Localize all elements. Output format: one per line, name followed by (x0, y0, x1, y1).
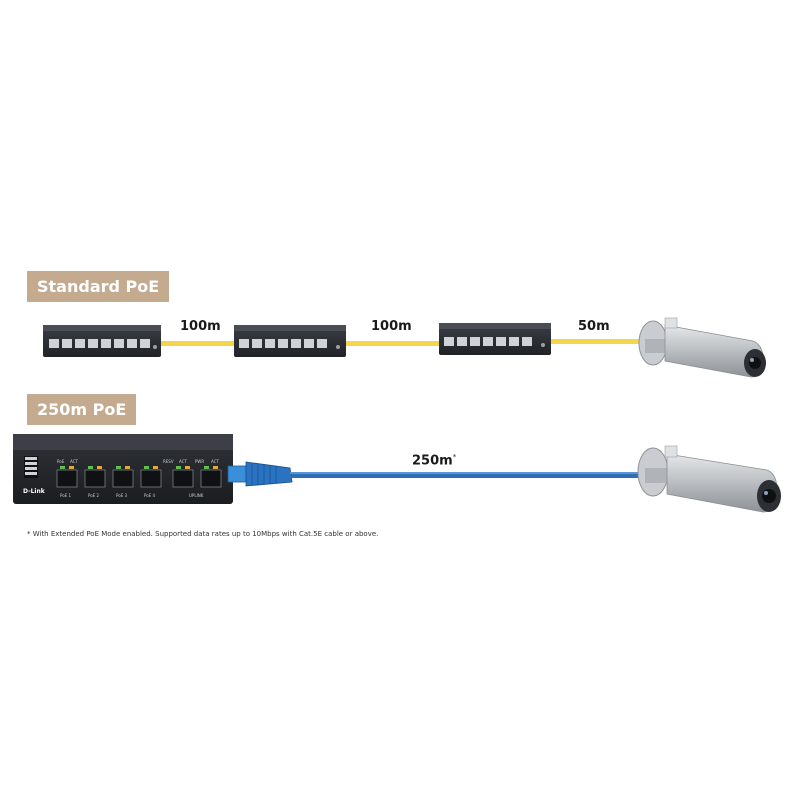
blue-cable (290, 472, 640, 478)
yellow-cable-2 (344, 341, 442, 346)
footnote: * With Extended PoE Mode enabled. Suppor… (27, 530, 379, 538)
dip-switch-icon (24, 456, 38, 478)
port-label: PoE 1 (60, 493, 72, 498)
segment-distance: 50m (578, 319, 610, 334)
segment-distance: 100m (371, 319, 412, 334)
led-label: PWR (195, 459, 204, 464)
yellow-cable-1 (160, 341, 236, 346)
port-label: PoE 2 (88, 493, 100, 498)
port-label: UPLINK (189, 493, 204, 498)
switch-icon: D-Link PoE 1 PoE 2 PoE 3 PoE 4 UPLINK Po… (13, 434, 233, 504)
yellow-cable-3 (550, 339, 642, 344)
segment-distance: 100m (180, 319, 221, 334)
ethernet-plug-icon (227, 461, 293, 487)
extended-poe-label: 250m PoE (27, 394, 137, 425)
switch-icon (43, 325, 161, 357)
port-label: PoE 3 (116, 493, 128, 498)
extended-distance-value: 250m (412, 453, 453, 469)
led-label: ACT (211, 459, 219, 464)
led-label: ACT (70, 459, 78, 464)
switch-logo: D-Link (23, 488, 46, 495)
extended-distance-mark: * (452, 453, 457, 461)
led-label: PoE (57, 459, 65, 464)
switch-icon (439, 323, 551, 355)
port-label: PoE 4 (144, 493, 156, 498)
camera-icon (638, 317, 766, 378)
camera-icon (637, 445, 781, 513)
led-label: ACT (179, 459, 187, 464)
switch-icon (234, 325, 346, 357)
standard-poe-label: Standard PoE (27, 271, 170, 302)
led-label: RESV (163, 459, 174, 464)
extended-distance: 250m* (412, 453, 456, 468)
